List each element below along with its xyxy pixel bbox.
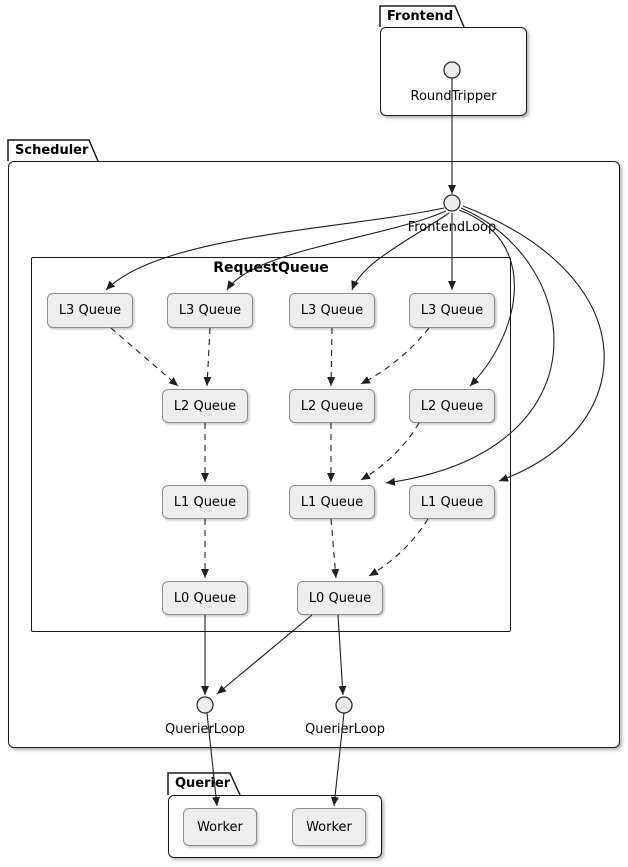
queue-l2-2: L2 Queue [289, 389, 375, 423]
request-queue-title: RequestQueue [213, 260, 329, 276]
querier-loop-1-label: QuerierLoop [165, 722, 245, 737]
package-scheduler-title: Scheduler [15, 143, 89, 158]
queue-l3-1: L3 Queue [47, 293, 133, 328]
queue-l2-3: L2 Queue [409, 389, 495, 423]
queue-l1-3: L1 Queue [409, 485, 495, 519]
querier-loop-2-label: QuerierLoop [305, 722, 385, 737]
package-frontend-title: Frontend [387, 9, 454, 24]
worker-1: Worker [183, 808, 257, 846]
package-querier-title: Querier [175, 776, 231, 791]
frontend-loop-label: FrontendLoop [407, 220, 497, 235]
queue-l3-4: L3 Queue [409, 293, 495, 328]
round-tripper-label: RoundTripper [410, 89, 497, 104]
queue-l0-1: L0 Queue [162, 581, 248, 615]
queue-l3-3: L3 Queue [289, 293, 375, 328]
worker-2: Worker [292, 808, 366, 846]
queue-l2-1: L2 Queue [162, 389, 248, 423]
queue-l1-1: L1 Queue [162, 485, 248, 519]
queue-l0-2: L0 Queue [297, 581, 383, 615]
queue-l1-2: L1 Queue [289, 485, 375, 519]
queue-l3-2: L3 Queue [167, 293, 253, 328]
